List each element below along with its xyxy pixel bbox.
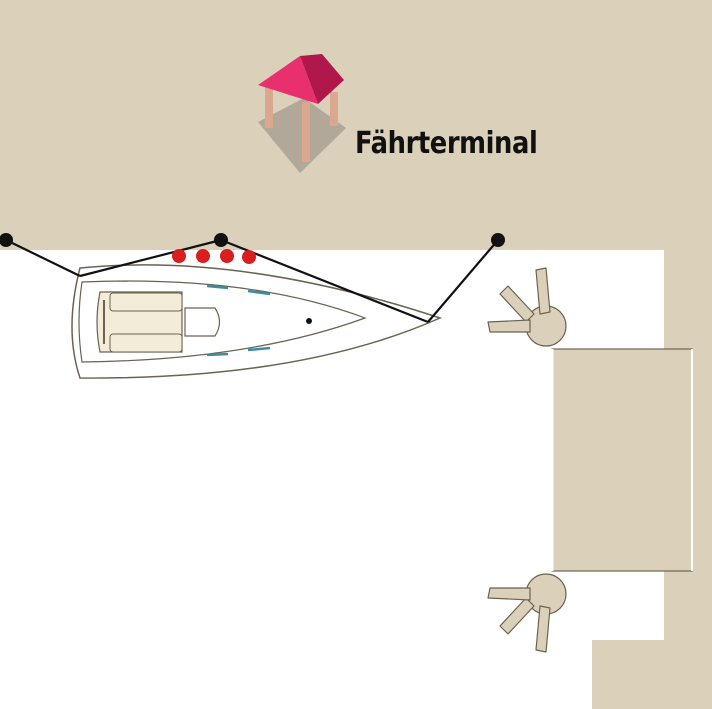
mooring-post [491, 233, 505, 247]
bollard-icon [487, 267, 567, 347]
terminal-label: Fährterminal [355, 126, 538, 161]
shelter-post-left [265, 86, 273, 128]
dock-pontoon [551, 348, 693, 572]
shelter-roof-right [300, 54, 344, 104]
shelter-post-right [330, 92, 338, 126]
sailboat-topview-icon [71, 264, 443, 379]
boat-hatch [184, 307, 221, 337]
cockpit-bench-top [109, 292, 183, 312]
mooring-post [214, 233, 228, 247]
mooring-post [0, 233, 13, 247]
cockpit-bench-bottom [109, 333, 183, 353]
mooring-lines [5, 238, 499, 324]
bollard-icon [487, 573, 567, 653]
boat-rails [206, 284, 271, 357]
shelter-roof-left [258, 56, 318, 104]
boat-mast [306, 318, 312, 324]
fender-icon [172, 249, 256, 264]
shelter-post-middle [302, 102, 310, 162]
shelter-icon [258, 54, 346, 173]
